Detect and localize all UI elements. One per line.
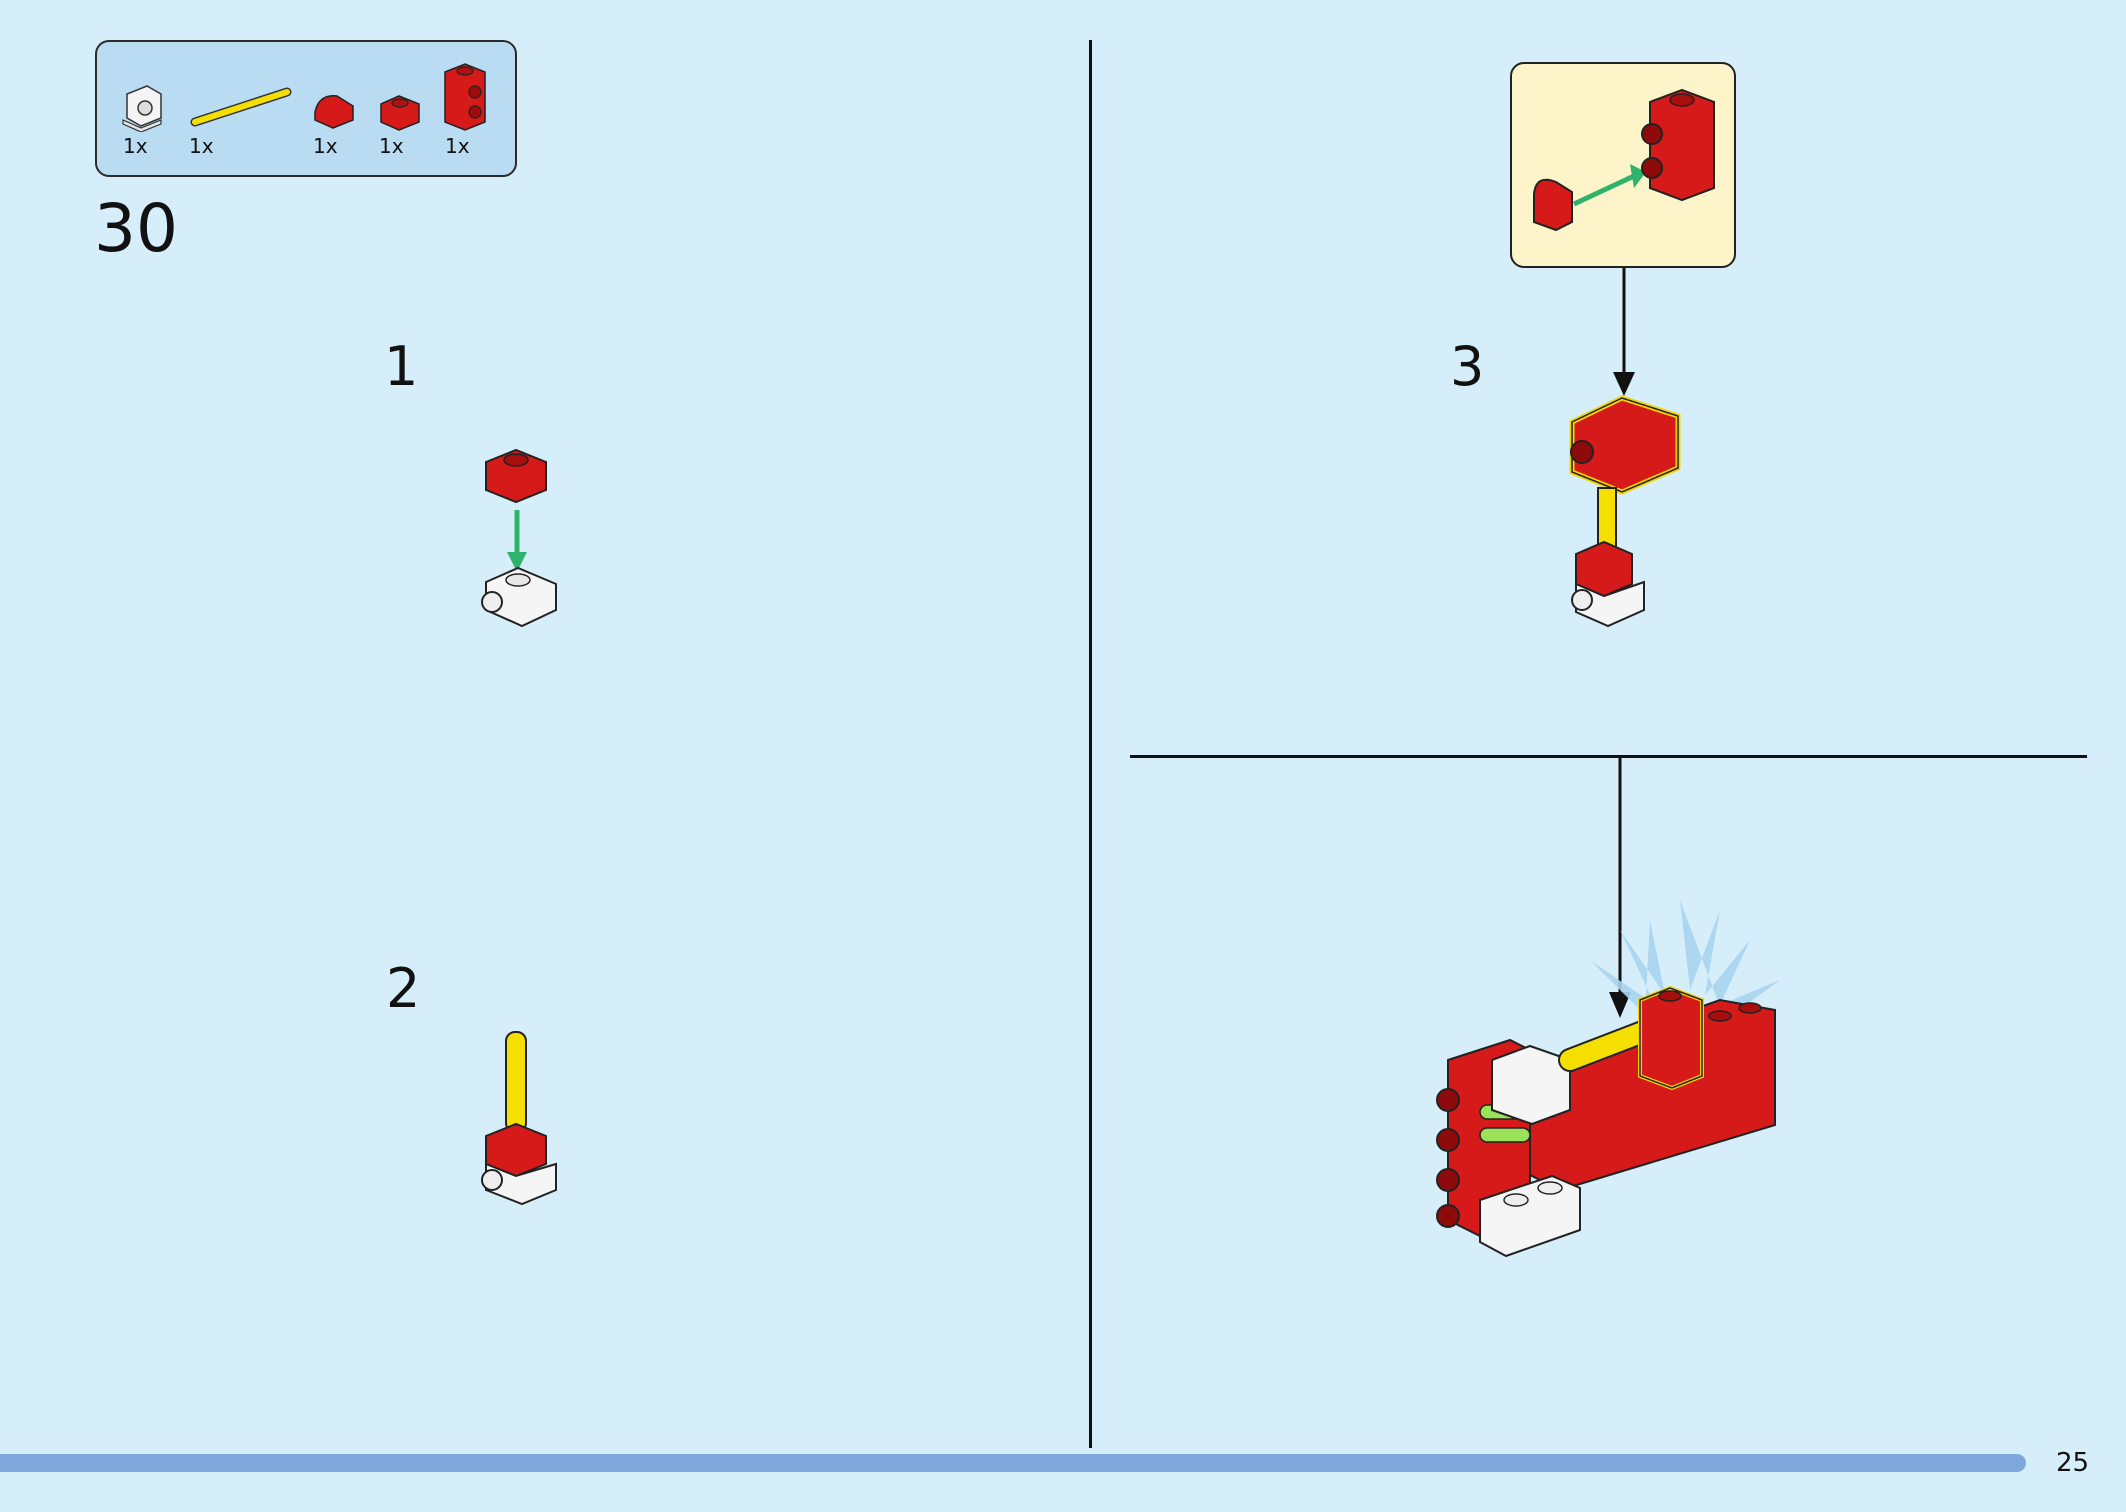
substep-3-illustration xyxy=(1569,395,1681,628)
substep-number: 3 xyxy=(1450,335,1485,398)
assembly-arrow xyxy=(1609,756,1631,1018)
red-plate-part-icon xyxy=(380,95,420,131)
substep-number: 2 xyxy=(386,957,421,1020)
vertical-divider xyxy=(1089,40,1092,1448)
parts-list-box: 1x 1x 1x 1x 1x xyxy=(95,40,517,177)
substep-number: 1 xyxy=(384,335,419,398)
red-curved-slope-part-icon xyxy=(314,95,354,129)
callout-box xyxy=(1510,62,1736,268)
assembly-illustration xyxy=(1436,900,1780,1258)
white-bracket-part-icon xyxy=(122,85,162,132)
part-qty: 1x xyxy=(313,134,338,158)
page-number: 25 xyxy=(2056,1448,2090,1478)
part-qty: 1x xyxy=(123,134,148,158)
callout-arrow xyxy=(1613,268,1635,396)
footer-bar xyxy=(0,1454,2026,1472)
part-qty: 1x xyxy=(445,134,470,158)
horizontal-divider xyxy=(1130,755,2087,758)
part-qty: 1x xyxy=(189,134,214,158)
substep-2-illustration xyxy=(481,1031,557,1206)
callout-illustration xyxy=(1533,88,1715,232)
step-number: 30 xyxy=(94,190,178,267)
yellow-bar-part-icon xyxy=(190,87,292,127)
red-side-stud-brick-part-icon xyxy=(444,63,486,131)
part-qty: 1x xyxy=(379,134,404,158)
substep-1-illustration xyxy=(481,448,557,628)
